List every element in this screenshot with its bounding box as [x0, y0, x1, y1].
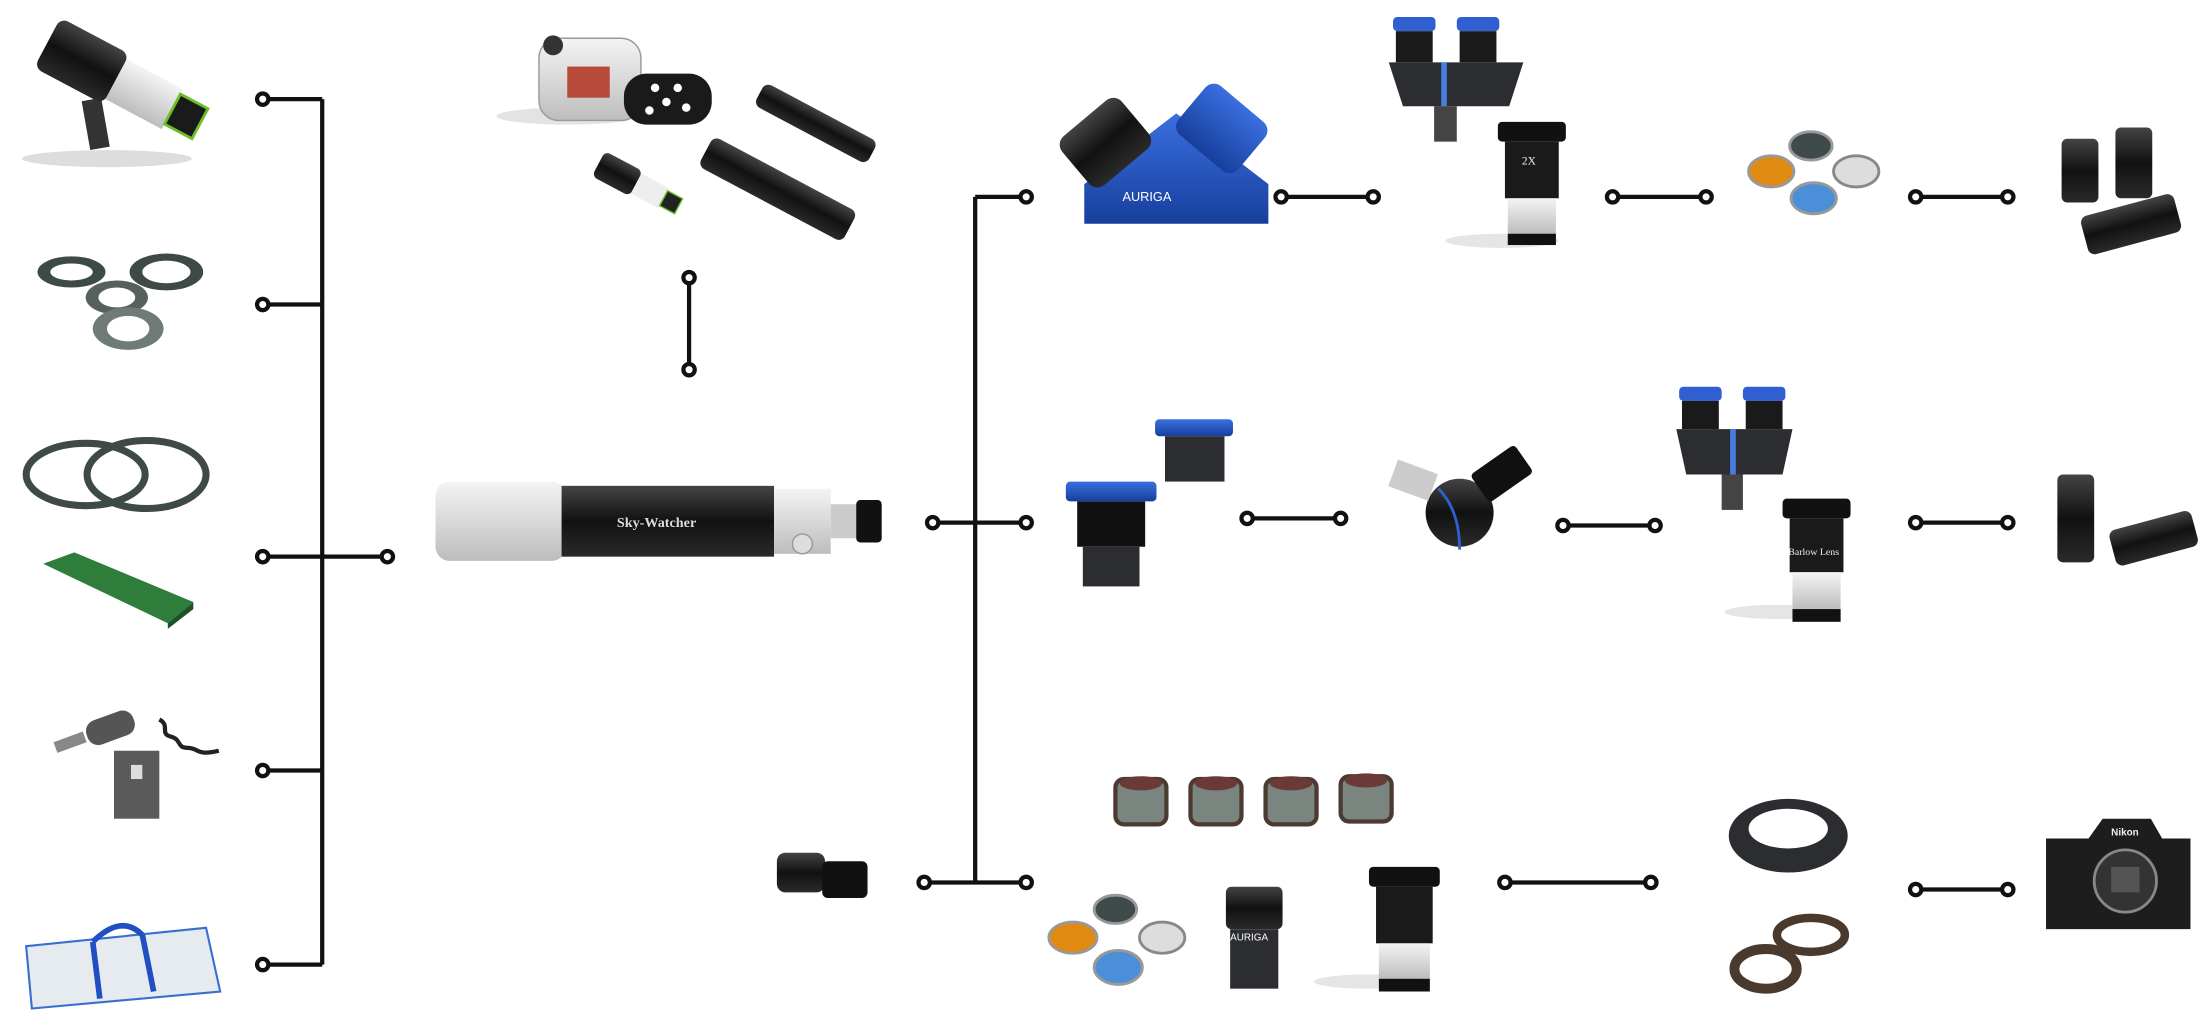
- prism-diagonal-image: [1388, 445, 1532, 550]
- zoom-eyepieces-image: [2057, 474, 2198, 566]
- tube-rings-image: [22, 436, 210, 513]
- guide-camera-image: [776, 852, 868, 899]
- motor-drive-image: [53, 710, 220, 819]
- mount-accessories-image: [496, 35, 876, 240]
- color-filters-image: [1747, 130, 1881, 216]
- auriga-logo-2: AURIGA: [1230, 933, 1268, 944]
- barlow-lens-image: 2X: [1445, 121, 1566, 248]
- binoviewer-image: [1388, 16, 1524, 142]
- nikon-logo: Nikon: [2111, 828, 2139, 839]
- dslr-camera-image: Nikon: [2046, 818, 2191, 930]
- eyepieces-image: [2061, 127, 2182, 255]
- barlow-2x-logo: 2X: [1522, 155, 1536, 167]
- top-connector: [681, 269, 697, 378]
- barlow-lens-label: Barlow Lens: [1788, 547, 1839, 558]
- dovetail-plate-image: [43, 552, 194, 629]
- t-ring-image: [1728, 798, 1848, 873]
- color-filters-image-2: [1047, 893, 1187, 986]
- mirror-diagonal-image: AURIGA: [1059, 83, 1269, 224]
- carry-bag-image: [25, 923, 222, 1010]
- left-bus-connector: [254, 91, 396, 973]
- sky-watcher-logo: Sky-Watcher: [617, 515, 696, 531]
- main-telescope-image: Sky-Watcher: [435, 481, 882, 561]
- extension-adapters-image: [1065, 419, 1233, 587]
- center-bus-connector: [916, 189, 1034, 891]
- nebula-filters-image: [1113, 773, 1394, 827]
- adapter-rings-image: [37, 253, 204, 350]
- barlow-lens-image-2: Barlow Lens: [1724, 498, 1851, 622]
- auriga-logo: AURIGA: [1122, 189, 1171, 204]
- binoviewer-image-2: [1676, 386, 1793, 510]
- adapter-rings-image-2: [1729, 913, 1850, 994]
- finder-scope-image: [21, 20, 210, 168]
- chain-connectors: [1239, 189, 2016, 898]
- barlow-lens-image-3: [1313, 866, 1440, 992]
- auriga-barlow-image: AURIGA: [1225, 886, 1283, 989]
